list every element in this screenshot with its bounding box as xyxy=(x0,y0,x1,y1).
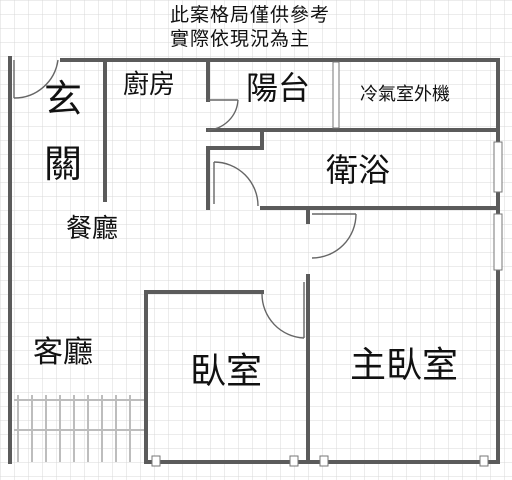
balcony-door-arc xyxy=(207,99,239,131)
master-window-left xyxy=(319,455,329,467)
balcony-label: 陽台 xyxy=(246,69,311,107)
bedroom-door-arc xyxy=(261,293,305,339)
master-window-bottom xyxy=(479,455,489,467)
bedroom-window-right xyxy=(289,455,299,467)
master-door-arc xyxy=(311,213,357,259)
bath-door-arc xyxy=(213,161,259,207)
living-label: 客廳 xyxy=(33,335,93,370)
notice-line-2: 實際依現況為主 xyxy=(170,28,311,50)
kitchen-label: 廚房 xyxy=(123,70,176,100)
bath-window xyxy=(493,141,503,193)
entrance-label-char1: 玄 xyxy=(44,77,83,121)
windows xyxy=(151,61,503,467)
bedroom-window-left xyxy=(151,455,161,467)
bedroom-label: 臥室 xyxy=(190,351,263,392)
doors xyxy=(13,59,357,339)
balcony-window xyxy=(332,61,340,129)
master-bedroom-label: 主臥室 xyxy=(350,345,459,386)
notice-line-1: 此案格局僅供參考 xyxy=(170,4,331,26)
bathroom-label: 衛浴 xyxy=(326,151,391,189)
living-window-hatch xyxy=(14,395,144,462)
ac-unit-label: 冷氣室外機 xyxy=(360,84,450,105)
entrance-label-char2: 關 xyxy=(44,142,83,186)
entrance-door-arc xyxy=(13,59,59,99)
dining-label: 餐廳 xyxy=(66,214,119,244)
master-window-right xyxy=(493,213,503,271)
